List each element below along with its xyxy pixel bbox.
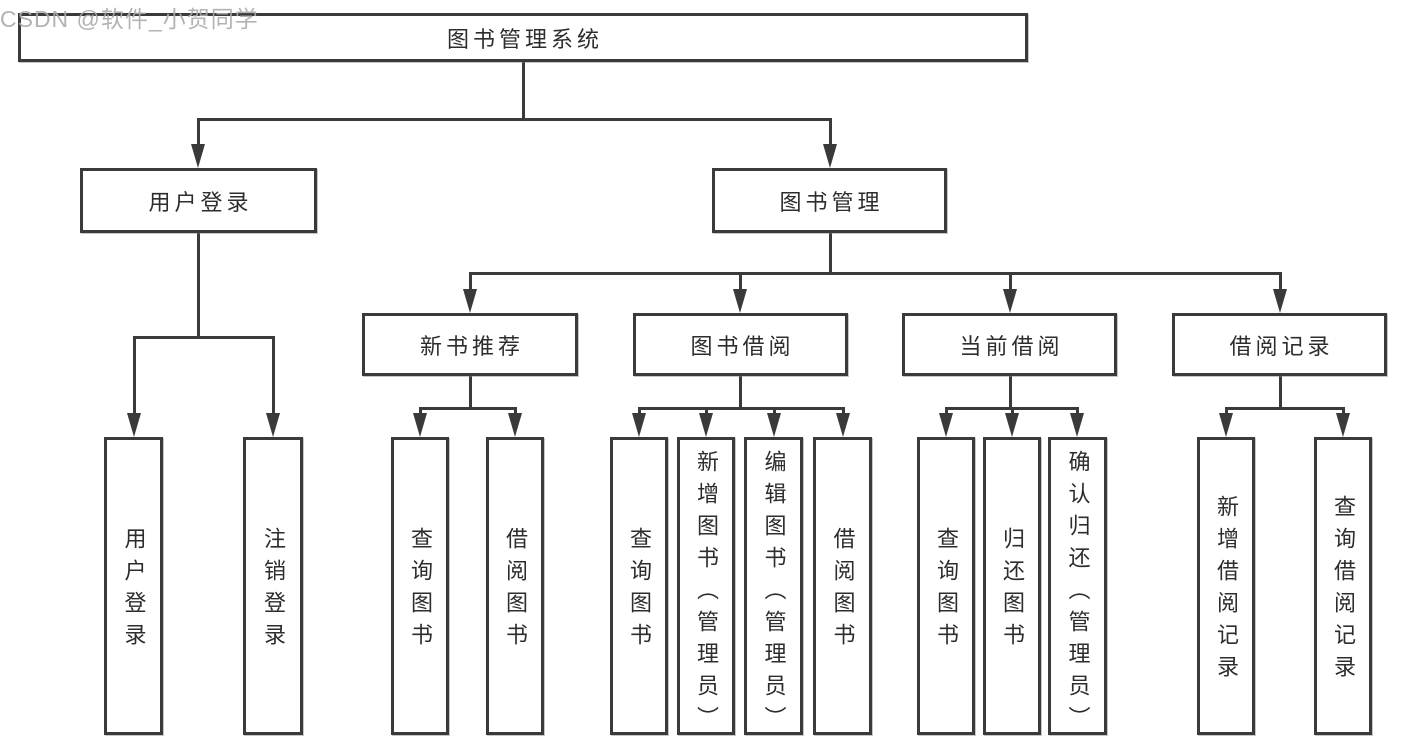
connector-drop-borrow-2: [772, 407, 776, 413]
connector-drop-login-1: [271, 336, 275, 413]
arrowhead-down-icon: [1070, 413, 1084, 437]
node-borrow-add: 新增图书（管理员）: [677, 437, 735, 738]
node-current-confirm: 确认归还（管理员）: [1048, 437, 1107, 738]
node-label-current-return: 归还图书: [1000, 527, 1025, 655]
connector-branch-line-borrow: [637, 407, 845, 410]
connector-drop-current-0: [944, 407, 948, 413]
connector-drop-newbook-0: [418, 407, 422, 413]
connector-branch-line-records: [1224, 407, 1345, 410]
node-label-newbook-query: 查询图书: [408, 527, 433, 655]
node-label-records: 借阅记录: [1229, 333, 1334, 359]
arrowhead-down-icon: [1336, 413, 1350, 437]
node-label-mgmt: 图书管理: [779, 189, 884, 215]
node-current: 当前借阅: [902, 313, 1117, 376]
node-label-newbook-borrow: 借阅图书: [503, 527, 528, 655]
node-label-current-confirm: 确认归还（管理员）: [1065, 450, 1091, 738]
node-borrow-edit: 编辑图书（管理员）: [744, 437, 803, 738]
arrowhead-down-icon: [127, 413, 141, 437]
node-root: 图书管理系统: [18, 13, 1028, 62]
arrowhead-down-icon: [733, 289, 747, 313]
arrowhead-down-icon: [823, 144, 837, 168]
node-label-borrow-borrow: 借阅图书: [830, 527, 856, 655]
arrowhead-down-icon: [508, 413, 522, 437]
arrowhead-down-icon: [463, 289, 477, 313]
node-label-current: 当前借阅: [959, 333, 1064, 359]
connector-drop-mgmt-1: [738, 272, 742, 289]
node-newbook-query: 查询图书: [391, 437, 449, 735]
connector-drop-mgmt-3: [1278, 272, 1282, 289]
node-records: 借阅记录: [1172, 313, 1387, 376]
arrowhead-down-icon: [699, 413, 713, 437]
connector-branch-line-newbook: [418, 407, 517, 410]
node-records-query: 查询借阅记录: [1314, 437, 1372, 735]
node-label-login: 用户登录: [148, 189, 253, 215]
node-borrow-borrow: 借阅图书: [813, 437, 872, 735]
node-label-root: 图书管理系统: [446, 26, 603, 52]
connector-stem-login: [196, 233, 200, 339]
connector-drop-records-1: [1341, 407, 1345, 413]
connector-drop-root-0: [196, 118, 200, 144]
connector-stem-borrow: [738, 376, 742, 410]
node-label-borrow-query: 查询图书: [627, 527, 652, 655]
node-label-borrow-edit: 编辑图书（管理员）: [761, 450, 787, 738]
node-label-records-query: 查询借阅记录: [1331, 495, 1356, 687]
node-borrow-query: 查询图书: [610, 437, 668, 735]
node-label-borrow: 图书借阅: [690, 333, 795, 359]
node-current-return: 归还图书: [983, 437, 1041, 735]
node-records-add: 新增借阅记录: [1197, 437, 1255, 735]
connector-drop-records-0: [1224, 407, 1228, 413]
arrowhead-down-icon: [191, 144, 205, 168]
arrowhead-down-icon: [1273, 289, 1287, 313]
connector-drop-root-1: [828, 118, 832, 144]
connector-stem-mgmt: [828, 233, 832, 275]
connector-stem-records: [1278, 376, 1282, 410]
connector-stem-newbook: [468, 376, 472, 410]
node-mgmt: 图书管理: [712, 168, 947, 233]
arrowhead-down-icon: [1005, 413, 1019, 437]
connector-drop-current-1: [1010, 407, 1014, 413]
node-label-borrow-add: 新增图书（管理员）: [694, 450, 719, 738]
node-borrow: 图书借阅: [633, 313, 848, 376]
node-user-login: 用户登录: [104, 437, 163, 735]
node-label-newbook: 新书推荐: [419, 333, 524, 359]
connector-stem-root: [521, 62, 525, 121]
connector-drop-newbook-1: [513, 407, 517, 413]
arrowhead-down-icon: [632, 413, 646, 437]
arrowhead-down-icon: [939, 413, 953, 437]
node-logout: 注销登录: [243, 437, 303, 735]
node-label-current-query: 查询图书: [934, 527, 959, 655]
connector-drop-mgmt-2: [1008, 272, 1012, 289]
node-label-user-login: 用户登录: [121, 527, 147, 655]
node-login: 用户登录: [80, 168, 317, 233]
node-label-records-add: 新增借阅记录: [1214, 495, 1239, 687]
watermark: CSDN @软件_小贺同学: [0, 6, 259, 32]
arrowhead-down-icon: [1003, 289, 1017, 313]
node-newbook-borrow: 借阅图书: [486, 437, 544, 735]
connector-drop-borrow-1: [704, 407, 708, 413]
connector-stem-current: [1008, 376, 1012, 410]
connector-drop-borrow-0: [637, 407, 641, 413]
node-newbook: 新书推荐: [362, 313, 578, 376]
connector-drop-borrow-3: [841, 407, 845, 413]
connector-branch-line-login: [132, 336, 275, 339]
arrowhead-down-icon: [1219, 413, 1233, 437]
arrowhead-down-icon: [836, 413, 850, 437]
arrowhead-down-icon: [767, 413, 781, 437]
node-label-logout: 注销登录: [261, 527, 286, 655]
connector-drop-login-0: [132, 336, 136, 413]
node-current-query: 查询图书: [917, 437, 975, 735]
connector-drop-mgmt-0: [468, 272, 472, 289]
connector-branch-line-mgmt: [468, 272, 1282, 275]
connector-drop-current-2: [1075, 407, 1079, 413]
connector-branch-line-root: [196, 118, 832, 121]
arrowhead-down-icon: [413, 413, 427, 437]
arrowhead-down-icon: [266, 413, 280, 437]
